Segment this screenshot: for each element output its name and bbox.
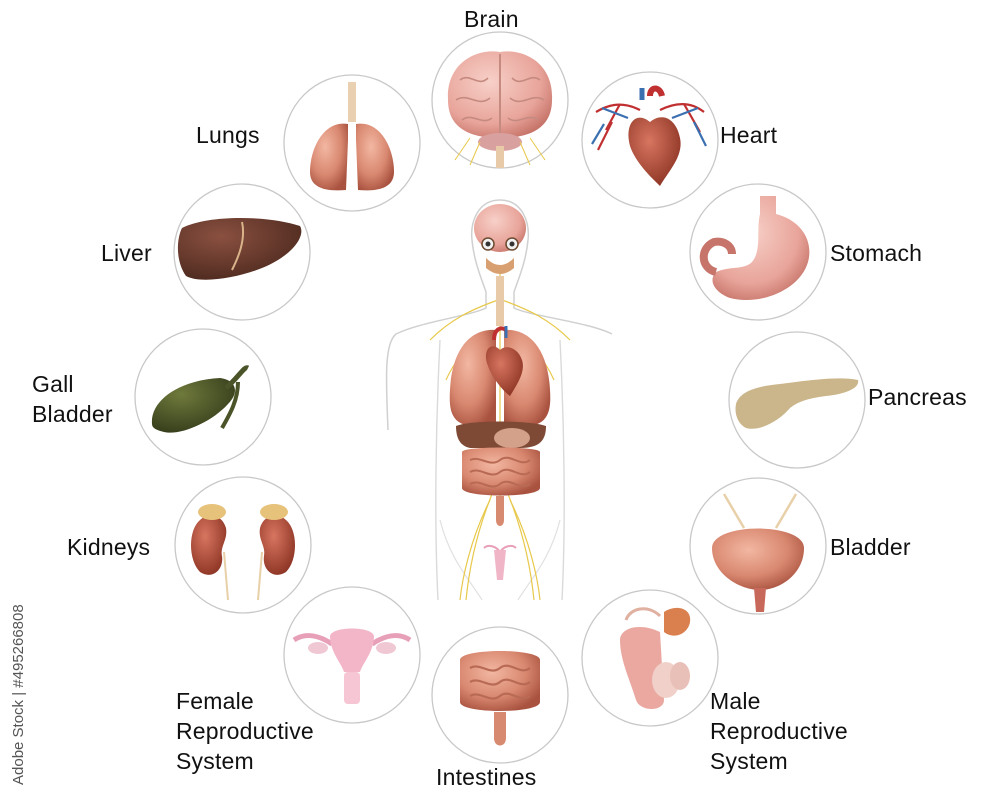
intestines-label: Intestines [436, 762, 536, 792]
kidneys-label: Kidneys [67, 532, 150, 562]
gall-bladder-label: Gall Bladder [32, 369, 113, 429]
male-label-line1: Male [710, 688, 761, 714]
pancreas-icon [735, 378, 859, 429]
female-reproductive-icon [292, 628, 412, 704]
pancreas-label-text: Pancreas [868, 384, 967, 410]
stock-watermark: Adobe Stock | #495266808 [10, 604, 27, 785]
pancreas-label: Pancreas [868, 382, 967, 412]
female-reproductive-label: Female Reproductive System [176, 686, 314, 776]
heart-label-text: Heart [720, 122, 778, 148]
kidneys-icon [191, 504, 295, 601]
male-label-line3: System [710, 748, 788, 774]
liver-label-text: Liver [101, 240, 152, 266]
male-reproductive-icon [620, 607, 691, 709]
stomach-label: Stomach [830, 238, 922, 268]
female-label-line1: Female [176, 688, 254, 714]
lungs-label-text: Lungs [196, 122, 260, 148]
kidneys-label-text: Kidneys [67, 534, 151, 560]
male-label-line2: Reproductive [710, 718, 848, 744]
brain-label: Brain [464, 4, 519, 34]
gall-bladder-label-line1: Gall [32, 371, 74, 397]
brain-label-text: Brain [464, 6, 519, 32]
female-label-line2: Reproductive [176, 718, 314, 744]
watermark-text: Adobe Stock | #495266808 [10, 604, 27, 785]
female-label-line3: System [176, 748, 254, 774]
bladder-icon [712, 493, 804, 612]
human-body-figure [385, 199, 613, 601]
lungs-icon [310, 82, 394, 191]
stomach-label-text: Stomach [830, 240, 923, 266]
bladder-label-text: Bladder [830, 534, 911, 560]
stomach-icon [699, 196, 810, 301]
heart-icon [591, 85, 707, 186]
gall-bladder-icon [151, 365, 250, 433]
liver-label: Liver [101, 238, 152, 268]
bladder-label: Bladder [830, 532, 911, 562]
lungs-label: Lungs [196, 120, 260, 150]
heart-label: Heart [720, 120, 777, 150]
intestines-label-text: Intestines [436, 764, 537, 790]
male-reproductive-label: Male Reproductive System [710, 686, 848, 776]
intestines-icon [460, 651, 540, 746]
brain-icon [447, 51, 553, 168]
gall-bladder-label-line2: Bladder [32, 401, 113, 427]
